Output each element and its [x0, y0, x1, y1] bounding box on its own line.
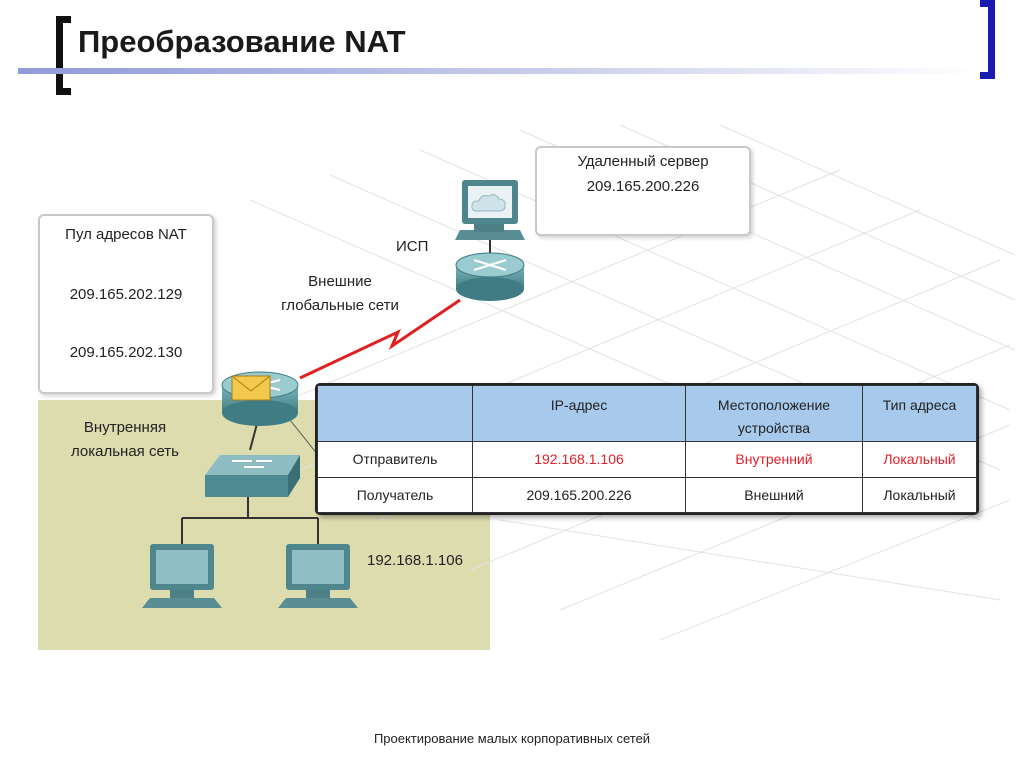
table-row: Отправитель 192.168.1.106 Внутренний Лок…	[317, 441, 977, 478]
nat-pool-label: Пул адресов NAT	[65, 226, 187, 243]
row-sender-location: Внутренний	[685, 441, 863, 478]
table-header-row: IP-адрес Местоположение устройства Тип а…	[317, 385, 977, 442]
pc-1-icon	[142, 544, 222, 608]
nat-translation-table: IP-адрес Местоположение устройства Тип а…	[315, 383, 979, 515]
wan-label-line-2: глобальные сети	[281, 297, 399, 314]
slide-footer: Проектирование малых корпоративных сетей	[373, 731, 651, 746]
pc-2-icon	[278, 544, 358, 608]
header-address-type: Тип адреса	[862, 385, 977, 442]
row-sender-role: Отправитель	[317, 441, 473, 478]
lan-label-line-2: локальная сеть	[70, 443, 179, 460]
row-sender-ip: 192.168.1.106	[472, 441, 686, 478]
header-location-line-1: Местоположение	[717, 397, 831, 413]
header-ip-address: IP-адрес	[472, 385, 686, 442]
row-receiver-role: Получатель	[317, 476, 473, 513]
slide-title: Преобразование NAT	[78, 24, 406, 59]
row-receiver-type: Локальный	[862, 476, 977, 513]
title-underline	[18, 68, 978, 74]
nat-pool-address-1: 209.165.202.129	[69, 286, 183, 303]
router-table-connector	[289, 419, 319, 456]
row-sender-type: Локальный	[862, 441, 977, 478]
remote-server-label: Удаленный сервер	[577, 153, 709, 170]
header-location-line-2: устройства	[737, 420, 811, 436]
row-receiver-ip: 209.165.200.226	[472, 476, 686, 513]
bracket-left-decoration	[56, 16, 71, 95]
server-icon	[455, 180, 525, 240]
bracket-right-decoration	[980, 0, 995, 79]
table-row: Получатель 209.165.200.226 Внешний Локал…	[317, 476, 977, 513]
isp-router-icon	[455, 252, 525, 301]
wan-serial-link	[299, 298, 461, 380]
switch-icon	[205, 455, 300, 497]
nat-pool-callout	[38, 214, 214, 394]
row-receiver-location: Внешний	[685, 476, 863, 513]
nat-pool-address-2: 209.165.202.130	[69, 344, 183, 361]
remote-server-callout	[535, 146, 751, 236]
lan-label-line-1: Внутренняя	[83, 419, 167, 436]
header-role	[317, 385, 473, 442]
envelope-icon	[231, 375, 271, 401]
remote-server-address: 209.165.200.226	[586, 178, 700, 195]
header-location: Местоположение устройства	[685, 385, 863, 442]
wan-label-line-1: Внешние	[308, 273, 372, 290]
host-address-label: 192.168.1.106	[367, 552, 463, 569]
isp-label: ИСП	[396, 238, 429, 255]
